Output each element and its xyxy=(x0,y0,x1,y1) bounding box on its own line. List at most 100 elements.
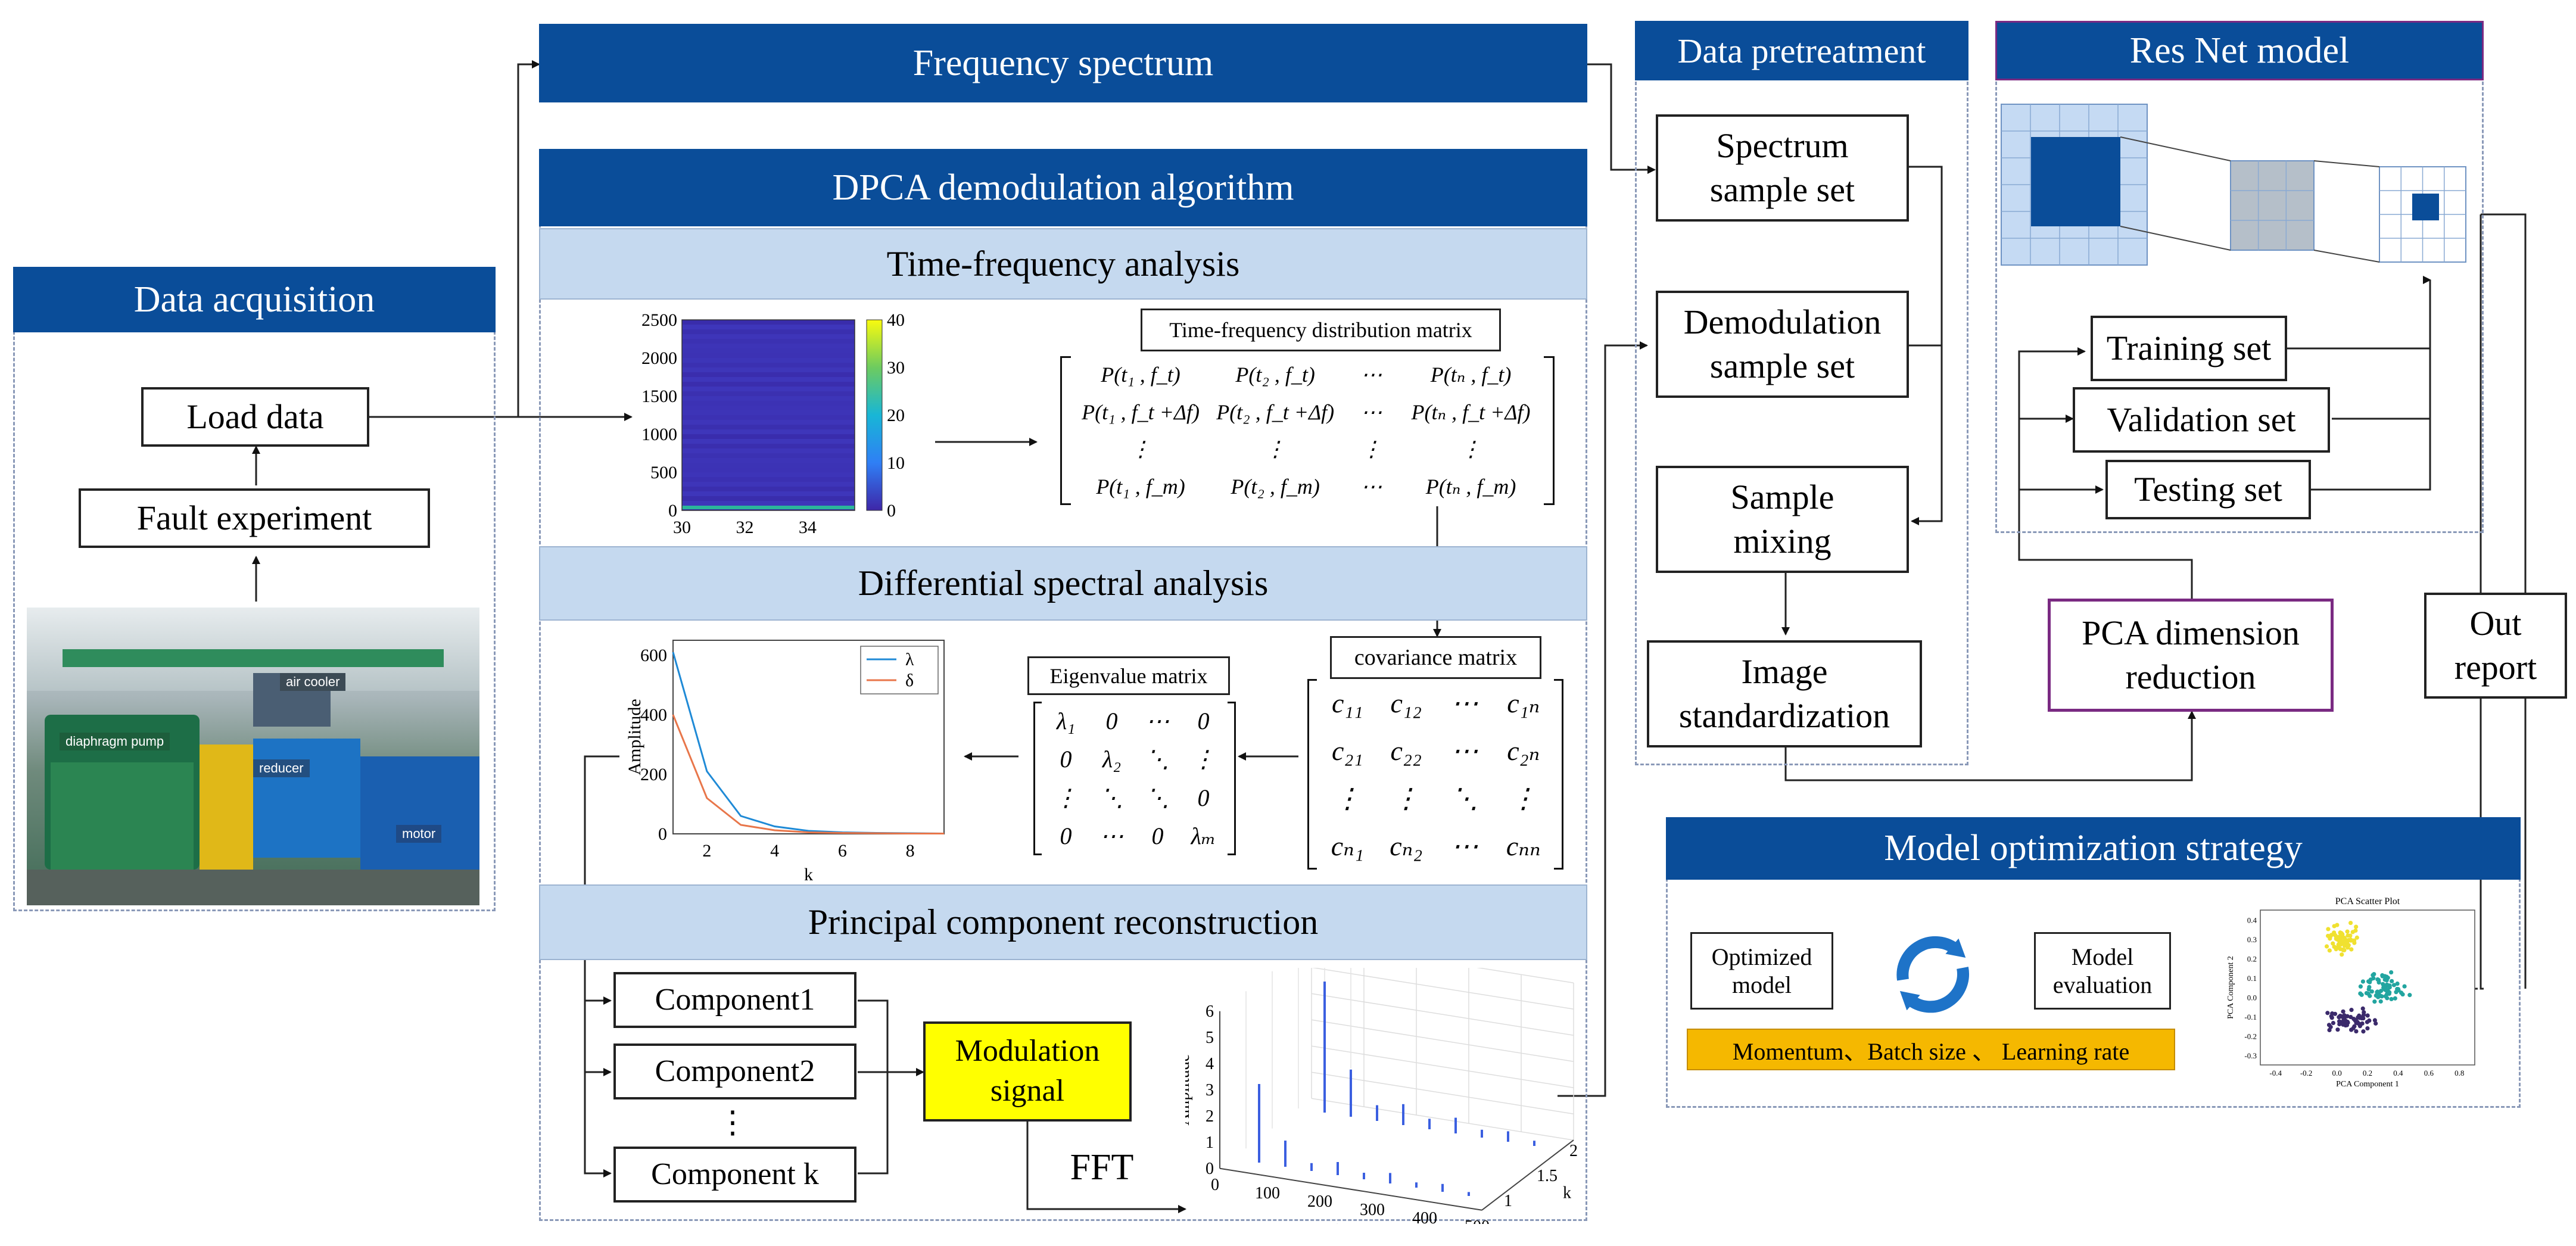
heatmap-x-tick: 30 xyxy=(673,518,691,537)
heatmap-y-tick: 0 xyxy=(668,501,677,521)
heatmap-y-tick: 2000 xyxy=(641,348,677,368)
scatter-point xyxy=(2349,1008,2354,1013)
spectrum-sample-set-box: Spectrum sample set xyxy=(1656,114,1909,222)
scatter-point xyxy=(2348,1014,2353,1020)
covariance-cell: cₙ₂ xyxy=(1390,831,1423,861)
heatmap-band xyxy=(682,406,855,411)
fft-z-tick: 2 xyxy=(1569,1142,1578,1160)
heatmap-band xyxy=(682,410,855,416)
scatter-point xyxy=(2395,981,2400,986)
scatter-y-tick: -0.3 xyxy=(2244,1051,2257,1060)
eigenvalue-cell: 0 xyxy=(1197,707,1210,734)
tf-matrix-cell: P(tₙ , f_m) xyxy=(1425,474,1516,499)
tf-matrix-title: Time-frequency distribution matrix xyxy=(1141,309,1501,351)
heatmap-band xyxy=(682,463,855,468)
heatmap-band xyxy=(682,377,855,382)
scatter-point xyxy=(2380,973,2385,978)
scatter-point xyxy=(2365,1026,2370,1031)
scatter-x-tick: 0.0 xyxy=(2332,1069,2341,1077)
scatter-point xyxy=(2351,1026,2356,1030)
fft-grid-line xyxy=(1311,1019,1574,1062)
fft-label: FFT xyxy=(1070,1147,1134,1188)
scatter-point xyxy=(2373,993,2378,998)
scatter-y-tick: -0.2 xyxy=(2244,1032,2257,1041)
covariance-cell: cₙ₁ xyxy=(1331,831,1364,861)
scatter-point xyxy=(2407,993,2412,998)
eigenvalue-cell: ⋯ xyxy=(1145,707,1170,734)
principal-header: Principal component reconstruction xyxy=(539,884,1587,960)
scatter-point xyxy=(2385,989,2390,994)
tf-matrix: P(t₁ , f_t)P(t₂ , f_t)⋯P(tₙ , f_t)P(t₁ ,… xyxy=(1060,356,1555,505)
heatmap-frame xyxy=(681,319,855,511)
line-series-delta xyxy=(672,714,944,834)
scatter-x-tick: -0.2 xyxy=(2300,1069,2313,1077)
scatter-point xyxy=(2391,983,2397,988)
training-set-box: Training set xyxy=(2091,316,2287,381)
scatter-point xyxy=(2330,1011,2335,1016)
scatter-point xyxy=(2381,982,2385,986)
scatter-point xyxy=(2325,1011,2330,1016)
heatmap-band xyxy=(682,396,855,401)
heatmap-band xyxy=(682,334,855,339)
heatmap-band xyxy=(682,429,855,435)
eigenvalue-cell: ⋮ xyxy=(1054,784,1078,811)
cycle-icon xyxy=(1896,936,1969,1013)
heatmap-band xyxy=(682,320,855,325)
line-y-tick: 400 xyxy=(640,705,667,725)
component1-box: Component1 xyxy=(613,972,856,1028)
scatter-point xyxy=(2340,952,2344,957)
covariance-cell: ⋮ xyxy=(1334,783,1362,814)
scatter-point xyxy=(2360,1006,2365,1011)
fft-grid-line xyxy=(1476,968,1574,983)
scatter-point xyxy=(2345,929,2350,934)
scatter-point xyxy=(2364,990,2369,996)
fft-x-tick: 400 xyxy=(1412,1209,1437,1224)
time-frequency-header: Time-frequency analysis xyxy=(539,228,1587,300)
fft-grid-line xyxy=(1311,1071,1574,1114)
resnet-body xyxy=(2001,104,2466,266)
line-y-tick: 200 xyxy=(640,765,667,784)
covariance-cell: c₁ₙ xyxy=(1507,688,1540,718)
diaphragm-pump-label: diaphragm pump xyxy=(60,733,170,750)
scatter-point xyxy=(2365,1013,2370,1018)
heatmap-band xyxy=(682,491,855,497)
fft-x-tick: 100 xyxy=(1255,1184,1280,1203)
equipment-photo: air cooler diaphragm pump reducer motor xyxy=(27,608,479,905)
tf-matrix-grid: P(t₁ , f_t)P(t₂ , f_t)⋯P(tₙ , f_t)P(t₁ ,… xyxy=(1073,356,1541,505)
eigenvalue-cell: 0 xyxy=(1105,707,1118,734)
scatter-point xyxy=(2341,941,2346,946)
validation-set-box: Validation set xyxy=(2073,387,2330,453)
eigenvalue-title: Eigenvalue matrix xyxy=(1027,656,1230,695)
scatter-point xyxy=(2345,939,2350,945)
colorbar-tick: 40 xyxy=(887,310,905,330)
pretreatment-header: Data pretreatment xyxy=(1635,21,1968,80)
colorbar-tick: 10 xyxy=(887,453,905,473)
heatmap-band xyxy=(682,353,855,359)
line-x-tick: 6 xyxy=(838,841,847,861)
scatter-point xyxy=(2354,1029,2359,1034)
frequency-spectrum-header: Frequency spectrum xyxy=(539,24,1587,102)
heatmap-band xyxy=(682,434,855,440)
scatter-point xyxy=(2348,937,2353,942)
scatter-point xyxy=(2378,999,2383,1004)
scatter-point xyxy=(2357,1024,2363,1029)
heatmap-band xyxy=(682,339,855,344)
scatter-x-tick: 0.4 xyxy=(2393,1069,2403,1077)
fft-x-tick: 500 xyxy=(1465,1217,1490,1224)
heatmap-band xyxy=(682,367,855,373)
scatter-point xyxy=(2369,989,2374,994)
heatmap-band xyxy=(682,472,855,478)
covariance-cell: ⋮ xyxy=(1392,783,1420,814)
projection-line xyxy=(2120,136,2231,161)
tf-matrix-cell: ⋮ xyxy=(1460,437,1482,462)
scatter-x-tick: 0.6 xyxy=(2424,1069,2434,1077)
scatter-point xyxy=(2344,1023,2350,1027)
output-cell xyxy=(2412,194,2439,220)
scatter-point xyxy=(2324,944,2329,949)
